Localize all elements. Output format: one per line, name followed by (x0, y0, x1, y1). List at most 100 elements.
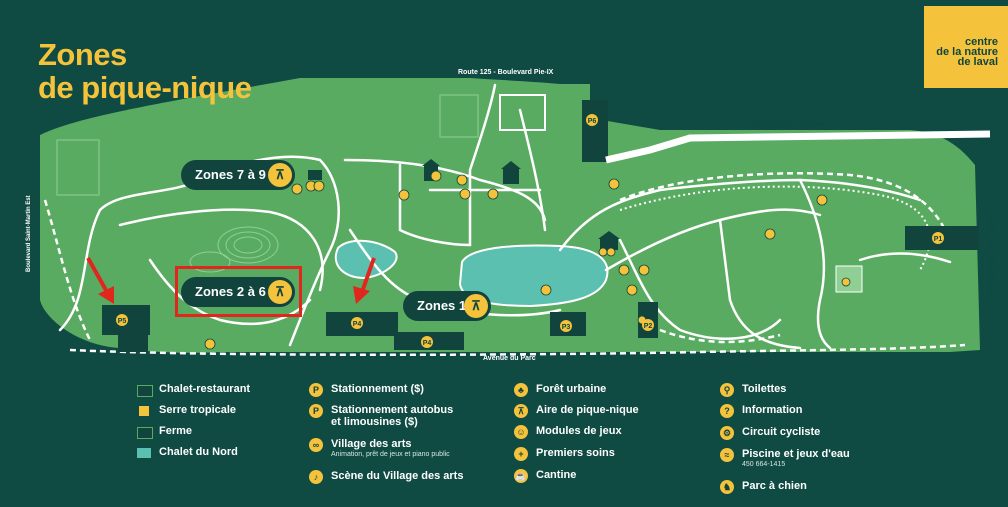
greenhouse-icon (139, 406, 149, 416)
legend-label: Piscine et jeux d'eau (742, 448, 850, 460)
building-outline (499, 94, 546, 131)
parking-marker-p3 (560, 320, 572, 332)
logo-line2: de la nature (936, 46, 998, 58)
road-rose-de-lima (605, 130, 991, 164)
legend-label: Cantine (536, 469, 577, 481)
parking-label: P1 (934, 236, 943, 243)
legend-label: Premiers soins (536, 447, 615, 459)
marker (456, 174, 468, 186)
lake-small (335, 239, 398, 280)
parking-p5-ramp (118, 330, 148, 352)
logo-line3: de laval (957, 56, 998, 68)
map-title-line1: Zones (38, 37, 127, 72)
picnic-icon: ⊼ (464, 294, 488, 318)
chalet-west (308, 170, 322, 180)
chalet-nord (600, 238, 618, 250)
zone-2-6-label[interactable]: Zones 2 à 6 ⊼ (181, 277, 295, 307)
parking-icon: P (309, 383, 323, 397)
marker (430, 170, 442, 182)
marker (764, 228, 776, 240)
marker (816, 194, 828, 206)
arrow-shaft-west (86, 257, 109, 293)
parking-marker-labels: P6 P5 P4 P4 P3 P2 P1 (118, 118, 943, 347)
legend-label: Serre tropicale (159, 404, 237, 416)
playground-icon: ☺ (514, 425, 528, 439)
parking-label: P2 (644, 323, 653, 330)
toilets-icon: ⚲ (720, 383, 734, 397)
zone-highlight-box (175, 266, 302, 317)
parking-label: P5 (118, 318, 127, 325)
legend-phone: 450 664-1415 (742, 461, 786, 468)
road-label-east: Boulevard de la Concorde Est (988, 210, 994, 295)
village-arts-icon: ∞ (309, 438, 323, 452)
dog-park-icon: ♞ (720, 480, 734, 494)
pool-icon: ≈ (720, 448, 734, 462)
marker (487, 188, 499, 200)
marker (608, 178, 620, 190)
bike-icon: ⚙ (720, 426, 734, 440)
legend-label-line2: et limousines ($) (331, 416, 418, 428)
picnic-icon: ⊼ (514, 404, 528, 418)
road-label-rose-de-lima: Avenue Rose-de-Lima (752, 120, 826, 127)
farm-building (503, 168, 519, 184)
bike-circuit (619, 185, 931, 271)
legend-label: Toilettes (742, 383, 787, 395)
marker (598, 247, 608, 257)
legend-label: Scène du Village des arts (331, 470, 464, 482)
road-label-west: Boulevard Saint-Martin Est (26, 195, 32, 272)
marker (204, 338, 216, 350)
marker (291, 183, 303, 195)
road-label-north: Route 125 - Boulevard Pie-IX (458, 69, 554, 76)
marker (618, 264, 630, 276)
legend-label: Stationnement autobus (331, 404, 454, 416)
zone-label-text: Zones 2 à 6 (195, 284, 266, 299)
chalet-restaurant-icon (137, 385, 153, 397)
legend-label: Parc à chien (742, 480, 807, 492)
buildings (308, 159, 620, 250)
arrow-shaft-mid (360, 257, 376, 293)
farm-icon (137, 427, 153, 439)
parking-marker-p6 (586, 114, 598, 126)
parking-label: P6 (588, 118, 597, 125)
picnic-icon: ⊼ (268, 163, 292, 187)
parking-label: P4 (423, 340, 432, 347)
chalet-nord-roof (598, 231, 620, 239)
parking-marker-p5 (116, 314, 128, 326)
parking-p6-area (582, 100, 608, 162)
first-aid-icon: + (514, 447, 528, 461)
canteen-icon: ☕ (514, 469, 528, 483)
dog-park-area (835, 265, 863, 293)
building-outline (56, 139, 100, 196)
bus-parking-icon: P (309, 404, 323, 418)
zone-7-9-label[interactable]: Zones 7 à 9 ⊼ (181, 160, 295, 190)
legend-label: Ferme (159, 425, 193, 437)
road-label-south: Avenue du Parc (483, 355, 536, 362)
marker (638, 264, 650, 276)
legend-label: Aire de pique-nique (536, 404, 639, 416)
zone-label-text: Zones 1 (417, 298, 467, 313)
amenity-markers (204, 170, 851, 350)
marker (313, 180, 325, 192)
zone-1-label[interactable]: Zones 1 ⊼ (403, 291, 491, 321)
stage-icon: ♪ (309, 470, 323, 484)
building-outline (439, 94, 479, 138)
map-title-line2: de pique-nique (38, 70, 252, 105)
legend-label: Information (742, 404, 803, 416)
red-arrows (86, 257, 376, 304)
legend-sublabel: Animation, prêt de jeux et piano public (331, 451, 450, 458)
parking-marker-p1 (932, 232, 944, 244)
parking-marker-p4 (351, 317, 363, 329)
marker (459, 188, 471, 200)
info-icon: ? (720, 404, 734, 418)
tree-icon: ♣ (514, 383, 528, 397)
legend-label: Chalet-restaurant (159, 383, 251, 395)
marker (606, 247, 616, 257)
legend-label: Circuit cycliste (742, 426, 821, 438)
legend-label: Forêt urbaine (536, 383, 607, 395)
chalet-nord-icon (137, 448, 151, 458)
logo: centre de la nature de laval (924, 6, 1008, 88)
farm-roof (501, 161, 521, 169)
parking-markers (116, 114, 944, 348)
parking-marker-p4b (421, 336, 433, 348)
